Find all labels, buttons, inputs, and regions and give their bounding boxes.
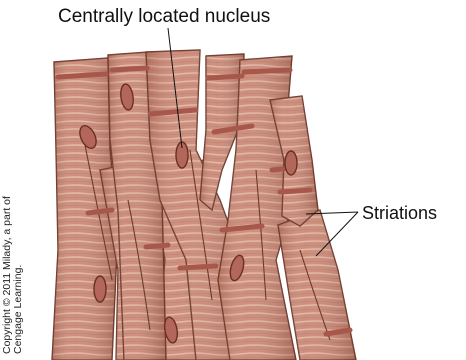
nucleus xyxy=(285,151,297,175)
copyright-notice: Copyright © 2011 Milady, a part of Cenga… xyxy=(2,196,24,354)
striations-label: Striations xyxy=(362,203,437,224)
copyright-line-2: Cengage Learning. xyxy=(13,196,24,354)
nucleus xyxy=(94,276,106,302)
nucleus-label: Centrally located nucleus xyxy=(58,6,270,28)
